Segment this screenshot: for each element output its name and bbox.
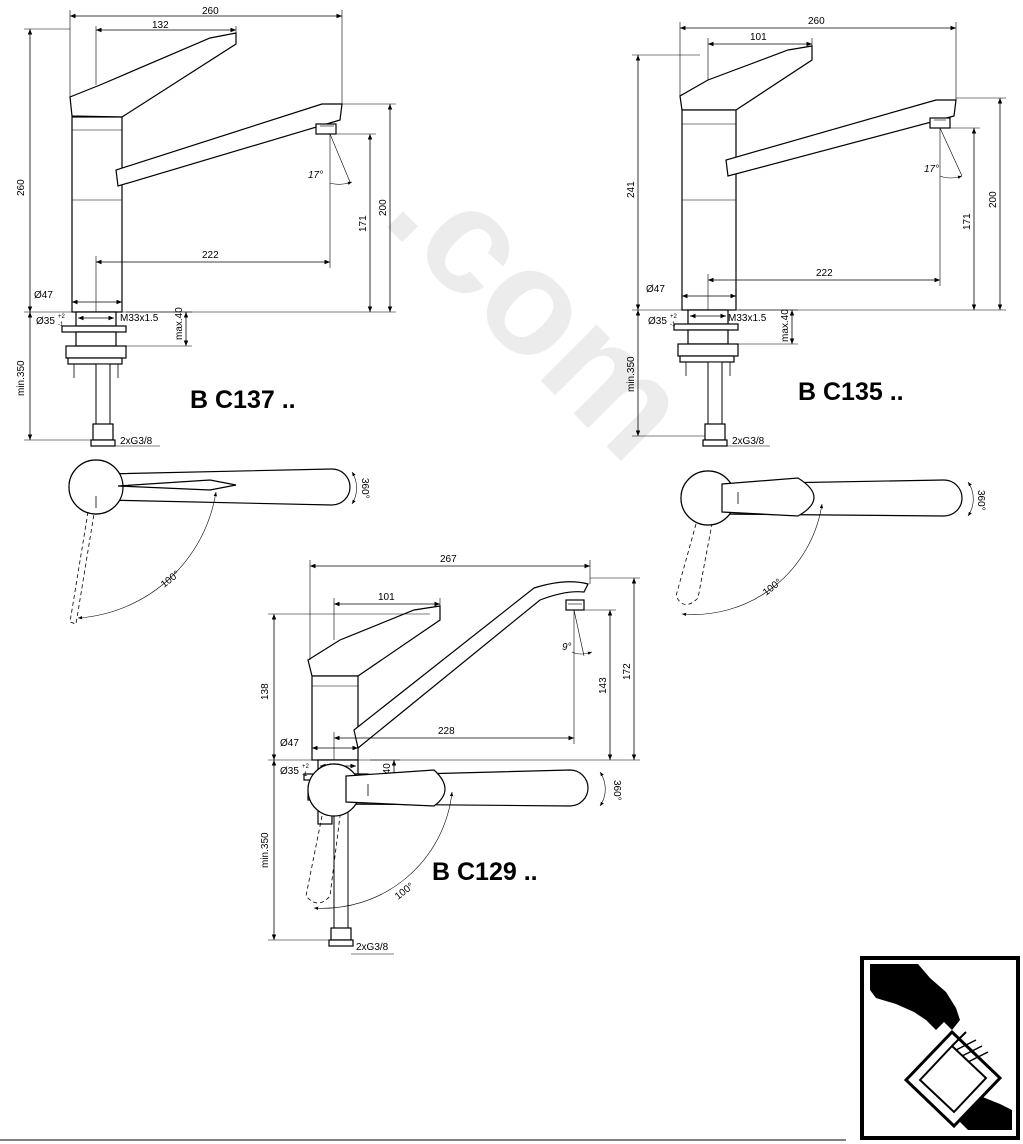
spout-angle-label: 17° (308, 170, 323, 181)
drawing-b-c129: 267 101 138 172 143 228 9° Ø47 Ø35 +2 -1… (260, 554, 640, 955)
model-title: B C137 .. (190, 386, 296, 414)
hole-tolerance-lower: -1 (58, 322, 64, 328)
thread-label: M33x1.5 (728, 313, 767, 324)
watermark: .com (357, 124, 723, 490)
lever-angle-label: 100° (393, 881, 416, 902)
reach-label: 228 (438, 726, 455, 737)
lever-length-label: 132 (152, 20, 169, 31)
faucet-side-view (679, 45, 957, 311)
hole-diameter-label: Ø35 (280, 766, 299, 777)
spout-height-label: 172 (622, 663, 633, 680)
spout-angle-label: 17° (924, 164, 939, 175)
model-title: B C129 .. (432, 858, 538, 886)
connection-label: 2xG3/8 (356, 942, 389, 953)
svg-text:.com: .com (357, 124, 723, 490)
hole-tolerance-upper: +2 (58, 314, 66, 320)
rotation-label: 360° (611, 780, 622, 801)
hands-exchanging-manual-icon (860, 956, 1020, 1140)
hole-diameter-label: Ø35 (648, 316, 667, 327)
spout-height-label: 200 (378, 199, 389, 216)
body-diameter-label: Ø47 (280, 738, 299, 749)
hole-tolerance-lower: -1 (670, 322, 676, 328)
hose-length-label: min.350 (626, 356, 637, 392)
faucet-top-view: 100° 360° (68, 459, 370, 625)
drawing-b-c137: 260 132 260 200 171 222 17° Ø47 Ø35 +2 -… (16, 6, 396, 625)
lever-angle-label: 100° (159, 569, 182, 590)
hole-diameter-label: Ø35 (36, 316, 55, 327)
reach-label: 222 (202, 250, 219, 261)
dimension-lines (24, 10, 396, 447)
hole-tolerance-lower: -1 (302, 772, 308, 778)
hose-length-label: min.350 (260, 832, 271, 868)
body-diameter-label: Ø47 (34, 290, 53, 301)
hole-tolerance-upper: +2 (670, 314, 678, 320)
connection-label: 2xG3/8 (120, 436, 153, 447)
lever-angle-label: 100° (761, 577, 784, 598)
faucet-top-view: 100° 360° (305, 763, 622, 910)
dimension-lines (632, 22, 1006, 447)
thread-label: M33x1.5 (120, 313, 159, 324)
deck-thickness-label: max.40 (174, 307, 185, 340)
drawing-b-c135: 260 101 241 200 171 222 17° Ø47 Ø35 +2 -… (626, 16, 1006, 617)
outlet-height-label: 171 (358, 215, 369, 232)
body-diameter-label: Ø47 (646, 284, 665, 295)
model-title: B C135 .. (798, 378, 904, 406)
faucet-side-view (69, 32, 343, 313)
rotation-label: 360° (359, 478, 370, 499)
outlet-height-label: 171 (962, 213, 973, 230)
reach-label: 222 (816, 268, 833, 279)
faucet-top-view: 100° 360° (675, 470, 986, 617)
hose-length-label: min.350 (16, 360, 27, 396)
outlet-height-label: 143 (598, 677, 609, 694)
height-label: 138 (260, 683, 271, 700)
height-label: 241 (626, 181, 637, 198)
connection-label: 2xG3/8 (732, 436, 765, 447)
overall-width-label: 260 (202, 6, 219, 17)
valve-and-hose (61, 311, 127, 447)
lever-length-label: 101 (750, 32, 767, 43)
spout-height-label: 200 (988, 191, 999, 208)
overall-width-label: 260 (808, 16, 825, 27)
spout-angle-label: 9° (562, 642, 572, 653)
height-label: 260 (16, 179, 27, 196)
deck-thickness-label: max.40 (780, 309, 791, 342)
lever-length-label: 101 (378, 592, 395, 603)
rotation-label: 360° (975, 490, 986, 511)
hole-tolerance-upper: +2 (302, 764, 310, 770)
overall-width-label: 267 (440, 554, 457, 565)
